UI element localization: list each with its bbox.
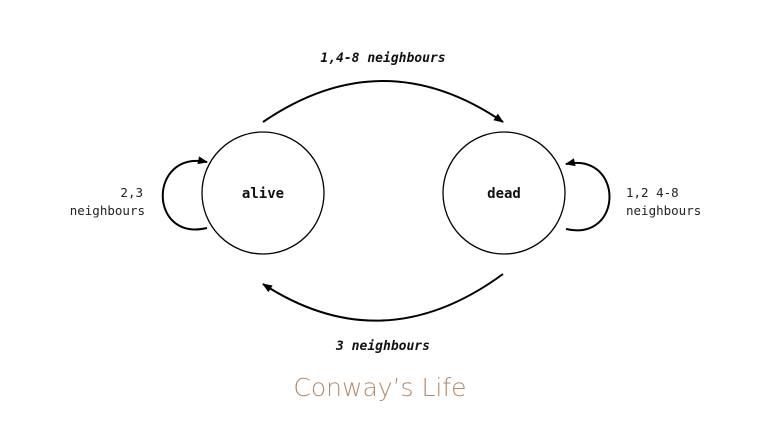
state-alive-label: alive <box>242 186 284 202</box>
transition-dead-to-alive-arrow <box>262 273 504 322</box>
diagram-caption: Conway’s Life <box>293 373 467 402</box>
transition-alive-self-label-line2: neighbours <box>70 203 145 218</box>
transition-alive-to-dead-label: 1,4-8 neighbours <box>320 51 445 66</box>
state-alive-circle <box>201 131 325 255</box>
transition-dead-to-alive-label: 3 neighbours <box>335 339 430 354</box>
state-dead-label: dead <box>487 186 521 202</box>
state-dead-circle <box>442 131 566 255</box>
transition-alive-self-loop <box>161 156 208 231</box>
transition-dead-self-label-line1: 1,2 4-8 <box>626 185 679 200</box>
transition-dead-self-loop <box>565 158 611 232</box>
transition-alive-to-dead-arrow <box>262 80 504 123</box>
transition-alive-self-label-line1: 2,3 <box>120 185 143 200</box>
transition-dead-self-label-line2: neighbours <box>626 203 701 218</box>
